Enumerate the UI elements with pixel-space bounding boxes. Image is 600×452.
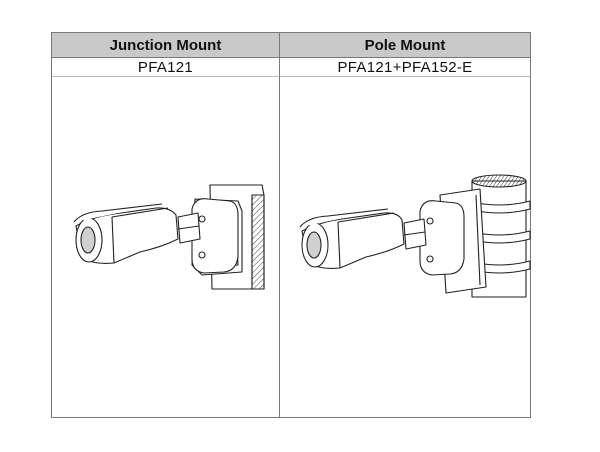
model-junction-mount: PFA121 — [52, 58, 280, 77]
bullet-camera-junction-box-wall-mount-icon — [73, 184, 265, 290]
junction-mount-illustration-cell — [52, 77, 280, 417]
bullet-camera-pole-mount-icon — [299, 174, 531, 298]
model-pole-mount: PFA121+PFA152-E — [280, 58, 530, 77]
header-pole-mount: Pole Mount — [280, 33, 530, 58]
mount-options-table: Junction Mount Pole Mount PFA121 PFA121+… — [51, 32, 531, 418]
pole-mount-illustration-cell — [280, 77, 531, 417]
header-junction-mount: Junction Mount — [52, 33, 280, 58]
